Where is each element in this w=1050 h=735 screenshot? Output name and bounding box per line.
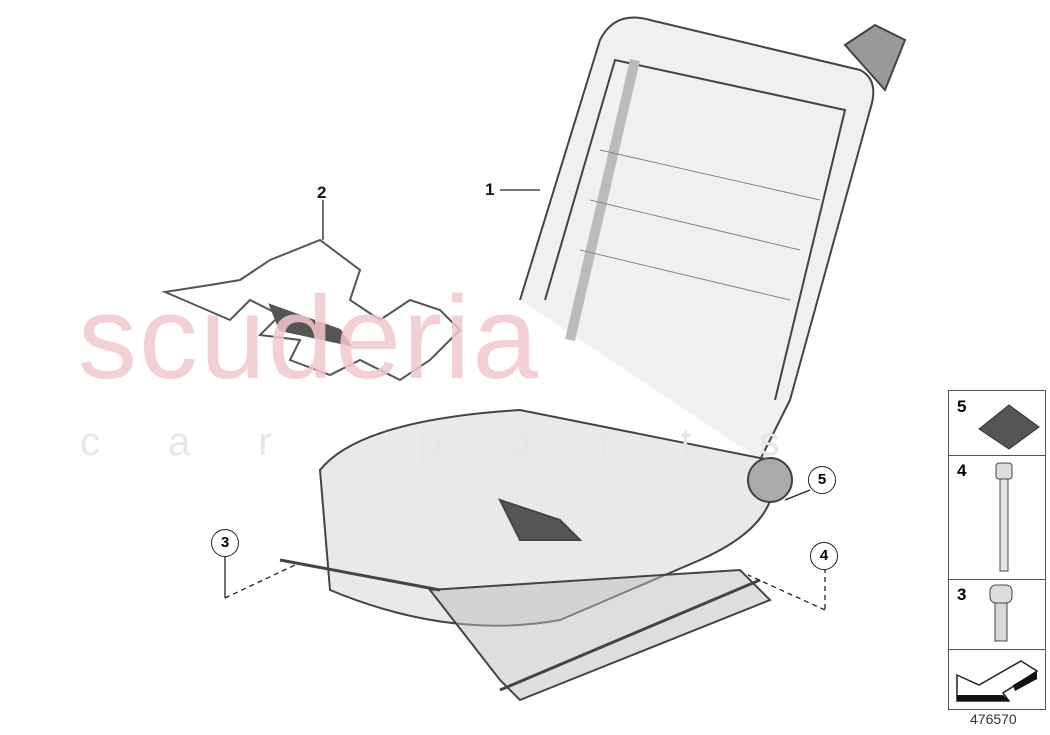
watermark-logo: scuderia	[78, 272, 541, 404]
direction-arrow-icon	[956, 660, 1039, 702]
legend-item-4: 4	[949, 455, 1045, 580]
short-screw-icon	[989, 584, 1013, 642]
legend-item-arrow	[949, 649, 1045, 709]
watermark-subtitle: car parts	[80, 420, 848, 464]
pad-icon	[978, 404, 1040, 450]
long-bolt-icon	[995, 462, 1013, 572]
seat-spring-mat	[161, 238, 462, 382]
leader-lines	[224, 189, 826, 611]
document-number: 476570	[970, 711, 1017, 727]
callout-part-1: 1	[485, 180, 495, 199]
legend-number: 4	[957, 461, 967, 480]
callout-part-3: 3	[211, 529, 239, 557]
callout-part-5: 5	[808, 466, 836, 494]
legend-item-3: 3	[949, 579, 1045, 650]
seat-backrest-frame	[519, 16, 907, 461]
legend-item-5: 5	[949, 391, 1045, 456]
legend-number: 5	[957, 397, 967, 416]
callout-part-4: 4	[810, 542, 838, 570]
callout-part-2: 2	[317, 183, 327, 202]
parts-legend: 5 4 3	[948, 390, 1046, 710]
legend-number: 3	[957, 585, 967, 604]
seat-cushion-frame	[279, 408, 793, 702]
